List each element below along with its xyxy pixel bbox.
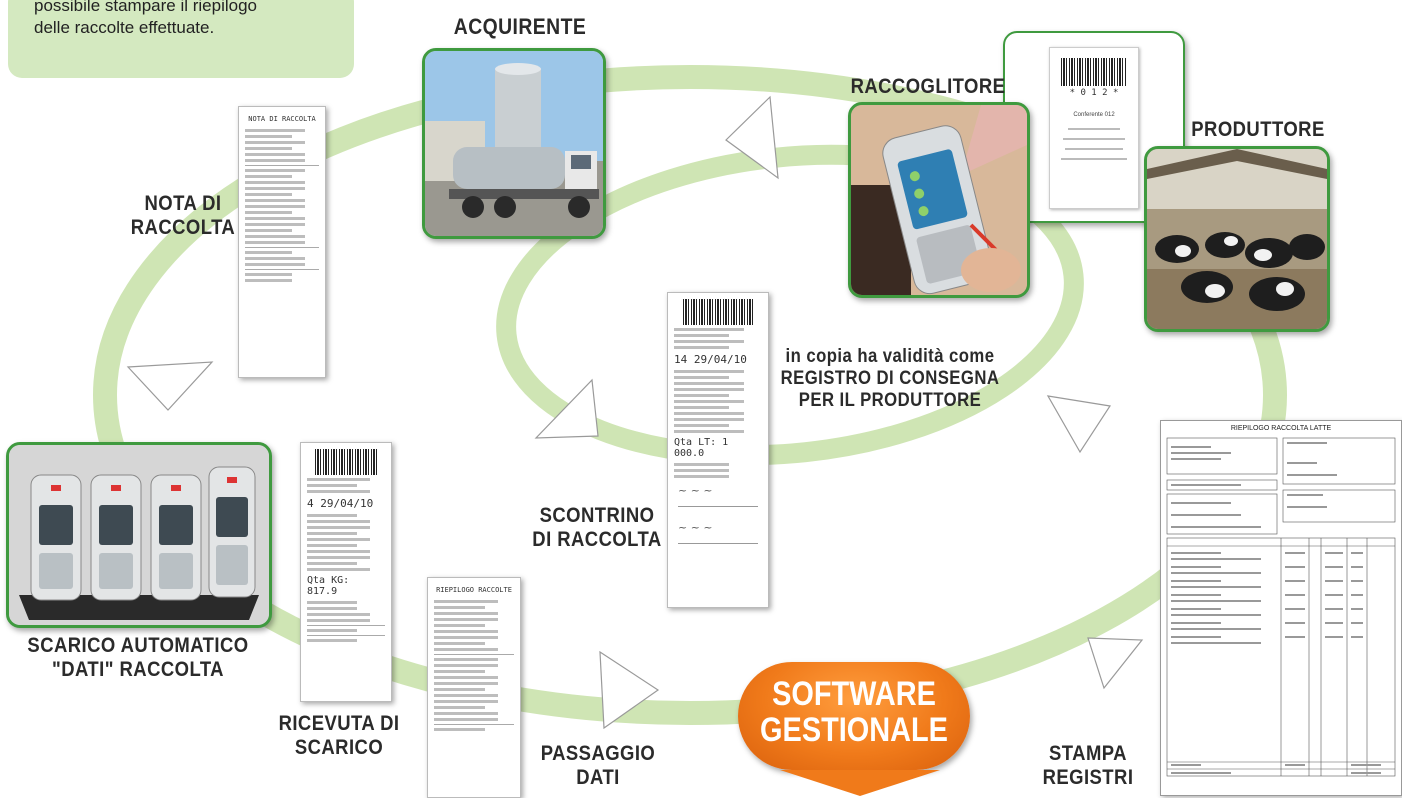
arrow-to-registro [1046, 395, 1112, 454]
outer-flow-ring [93, 65, 1287, 725]
scontrino-line-2: DI RACCOLTA [532, 528, 662, 552]
software-line-1: SOFTWARE [772, 675, 936, 713]
handheld-terminal-image [851, 105, 1027, 295]
info-box: possibile stampare il riepilogo delle ra… [8, 0, 354, 78]
ricevuta-date: 4 29/04/10 [307, 497, 374, 510]
copia-line-1: in copia ha validità come [785, 346, 995, 367]
label-scarico-automatico: SCARICO AUTOMATICO "DATI" RACCOLTA [17, 634, 260, 682]
passaggio-line-1: PASSAGGIO [540, 742, 656, 765]
arrow-to-acquirente [725, 95, 779, 180]
nota-receipt-title: NOTA DI RACCOLTA [248, 115, 316, 123]
arrow-to-scontrino [534, 378, 599, 439]
scontrino-signature-2: ~ ~ ~ [678, 521, 758, 544]
ricevuta-barcode [314, 449, 378, 475]
photo-raccoglitore-handheld [848, 102, 1030, 298]
ricevuta-line-2: SCARICO [294, 736, 384, 760]
copia-line-3: PER IL PRODUTTORE [798, 389, 982, 411]
barcode-bars [1060, 58, 1128, 86]
nota-line-1: NOTA DI [144, 192, 222, 215]
charging-cradle-image [9, 445, 269, 625]
scontrino-date: 14 29/04/10 [674, 353, 747, 366]
receipt-scontrino: 14 29/04/10 Qta LT: 1 000.0 ~ ~ ~ ~ ~ ~ [667, 292, 769, 608]
label-produttore: PRODUTTORE [1191, 118, 1325, 141]
scontrino-line-1: SCONTRINO [539, 504, 655, 527]
tanker-truck-image [425, 51, 603, 236]
passaggio-line-2: DATI [576, 766, 620, 790]
barcode-code: * 0 1 2 * [1069, 88, 1119, 98]
stampa-line-2: REGISTRI [1042, 766, 1134, 790]
stampa-line-1: STAMPA [1049, 742, 1127, 765]
nota-line-2: RACCOLTA [130, 216, 236, 240]
ricevuta-line-1: RICEVUTA DI [278, 712, 400, 735]
label-stampa-registri: STAMPA REGISTRI [1026, 742, 1149, 790]
arrow-to-nota [126, 361, 214, 411]
barcode-tag: * 0 1 2 * Conferente 012 [1049, 47, 1139, 209]
report-riepilogo-raccolta-latte: RIEPILOGO RACCOLTA LATTE [1160, 420, 1402, 796]
receipt-nota-di-raccolta: NOTA DI RACCOLTA [238, 106, 326, 378]
label-ricevuta-di-scarico: RICEVUTA DI SCARICO [273, 712, 405, 760]
receipt-ricevuta-scarico: 4 29/04/10 Qta KG: 817.9 [300, 442, 392, 702]
receipt-riepilogo-raccolte: RIEPILOGO RACCOLTE [427, 577, 521, 798]
scarico-line-2: "DATI" RACCOLTA [52, 658, 224, 682]
report-title: RIEPILOGO RACCOLTA LATTE [1230, 425, 1332, 432]
software-line-2: GESTIONALE [760, 711, 948, 749]
arrow-to-stampa [1087, 637, 1144, 690]
info-line-2: delle raccolte effettuate. [34, 18, 215, 37]
label-raccoglitore: RACCOGLITORE [850, 75, 1006, 98]
scontrino-qty: Qta LT: 1 000.0 [674, 437, 729, 459]
scarico-line-1: SCARICO AUTOMATICO [27, 634, 249, 657]
label-nota-di-raccolta: NOTA DI RACCOLTA [126, 192, 240, 240]
photo-acquirente-tanker [422, 48, 606, 239]
barcode-name: Conferente 012 [1073, 112, 1115, 118]
cow-barn-image [1147, 149, 1327, 329]
photo-scarico-cradle [6, 442, 272, 628]
info-line-1: possibile stampare il riepilogo [34, 0, 258, 15]
photo-produttore-barn [1144, 146, 1330, 332]
software-down-arrow [780, 770, 940, 796]
report-table [1166, 437, 1396, 777]
riepilogo-receipt-title: RIEPILOGO RACCOLTE [436, 586, 512, 594]
arrow-to-passaggio [599, 650, 660, 730]
label-registro-consegna: in copia ha validità come REGISTRO DI CO… [776, 346, 1005, 412]
scontrino-barcode [683, 299, 753, 325]
copia-line-2: REGISTRO DI CONSEGNA [780, 367, 1000, 389]
label-acquirente: ACQUIRENTE [453, 14, 587, 39]
scontrino-signature-1: ~ ~ ~ [678, 484, 758, 507]
label-scontrino-di-raccolta: SCONTRINO DI RACCOLTA [531, 504, 663, 552]
ricevuta-qty: Qta KG: 817.9 [307, 575, 350, 597]
label-passaggio-dati: PASSAGGIO DATI [536, 742, 659, 790]
software-gestionale-badge: SOFTWARE GESTIONALE [738, 662, 970, 770]
